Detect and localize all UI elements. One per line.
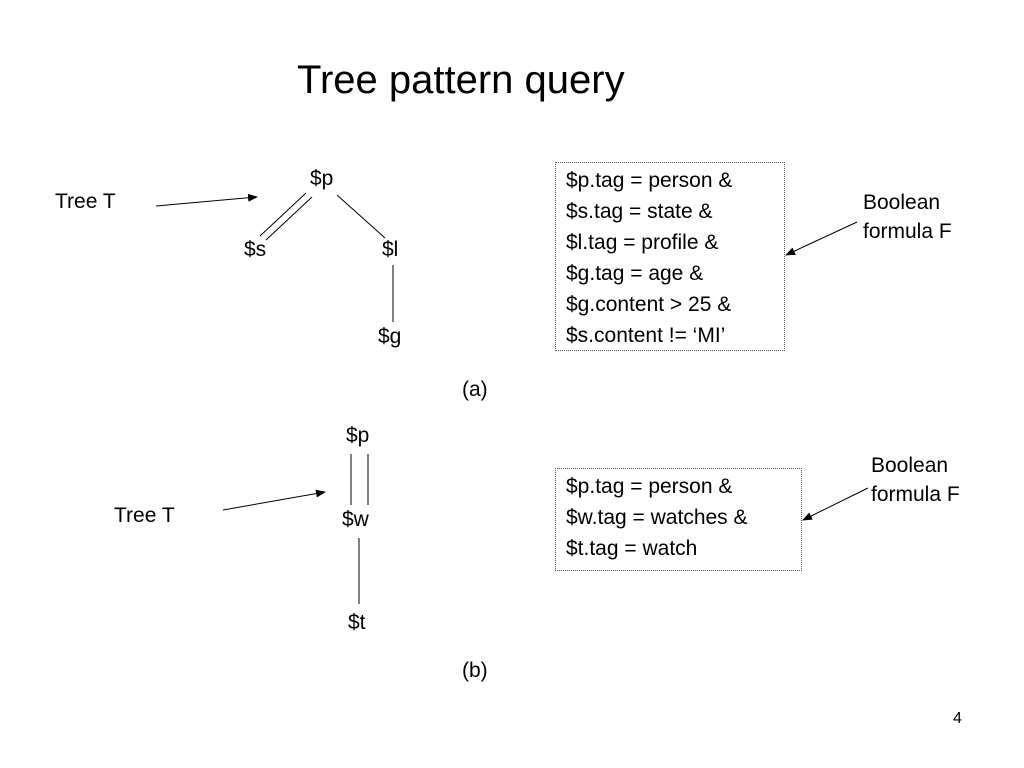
formula-line: $p.tag = person & bbox=[566, 169, 733, 192]
tree-arrow-b bbox=[222, 489, 326, 511]
node-p-b: $p bbox=[346, 424, 370, 447]
formula-label-a-line1: Boolean bbox=[863, 191, 941, 214]
node-g-a: $g bbox=[378, 325, 402, 348]
edge-p-s-double-2 bbox=[265, 196, 313, 241]
formula-line: $s.content != ‘MI’ bbox=[566, 324, 726, 347]
node-p-a: $p bbox=[310, 167, 334, 190]
node-s-a: $s bbox=[244, 238, 267, 261]
tree-label-a: Tree T bbox=[55, 190, 116, 213]
page-number: 4 bbox=[953, 710, 962, 727]
caption-b: (b) bbox=[462, 659, 488, 682]
formula-line: $t.tag = watch bbox=[566, 537, 698, 560]
node-t-b: $t bbox=[348, 611, 366, 634]
formula-line: $p.tag = person & bbox=[566, 475, 733, 498]
edge-p-l bbox=[336, 194, 386, 239]
edge-p-s-double-1 bbox=[259, 192, 307, 237]
tree-label-b: Tree T bbox=[114, 504, 175, 527]
formula-arrow-b bbox=[802, 487, 869, 521]
page-title: Tree pattern query bbox=[297, 58, 625, 102]
formula-label-a-line2: formula F bbox=[863, 220, 952, 243]
formula-box-b: $p.tag = person & $w.tag = watches & $t.… bbox=[555, 468, 802, 571]
node-w-b: $w bbox=[342, 508, 369, 531]
formula-line: $w.tag = watches & bbox=[566, 506, 748, 529]
node-l-a: $l bbox=[382, 238, 399, 261]
caption-a: (a) bbox=[462, 378, 488, 401]
formula-line: $g.tag = age & bbox=[566, 262, 704, 285]
tree-arrow-a bbox=[155, 193, 258, 207]
formula-label-b-line2: formula F bbox=[871, 483, 960, 506]
formula-arrow-a bbox=[785, 221, 858, 256]
formula-line: $g.content > 25 & bbox=[566, 293, 732, 316]
formula-box-a: $p.tag = person & $s.tag = state & $l.ta… bbox=[555, 162, 785, 351]
formula-label-b-line1: Boolean bbox=[871, 454, 949, 477]
formula-line: $l.tag = profile & bbox=[566, 231, 719, 254]
formula-line: $s.tag = state & bbox=[566, 200, 713, 223]
